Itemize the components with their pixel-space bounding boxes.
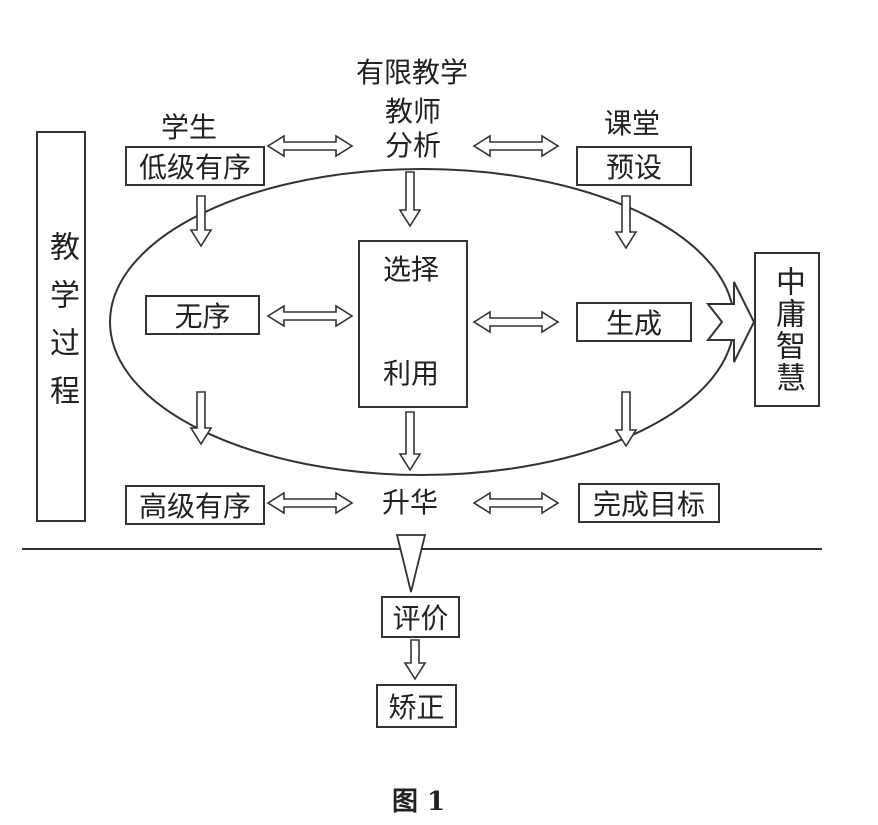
down-arrow-classroom-2 — [614, 391, 638, 448]
down-arrow-teacher-1 — [398, 171, 422, 228]
teacher-center-box — [358, 240, 468, 408]
down-arrow-student-1 — [189, 195, 213, 248]
student-box-low-order: 低级有序 — [125, 146, 265, 186]
classroom-header: 课堂 — [604, 107, 661, 140]
double-arrow-teacher-classroom-bottom — [472, 491, 560, 515]
classroom-box-generate: 生成 — [576, 302, 692, 342]
right-panel-label: 中庸智慧 — [770, 265, 805, 394]
down-arrow-teacher-2 — [398, 411, 422, 472]
left-panel-teaching-process: 教学过程 — [36, 131, 86, 522]
correction-box: 矫正 — [376, 684, 457, 728]
down-arrow-evaluation-correction — [403, 639, 427, 681]
down-arrow-classroom-1 — [614, 195, 638, 250]
evaluation-box: 评价 — [381, 596, 460, 638]
teacher-label-line2: 分析 — [385, 129, 442, 162]
student-header: 学生 — [161, 111, 218, 144]
figure-caption: 图 1 — [392, 787, 446, 817]
double-arrow-student-teacher-top — [266, 134, 354, 158]
teacher-center-select: 选择 — [383, 253, 440, 286]
right-panel-wisdom: 中庸智慧 — [754, 252, 820, 407]
teacher-label-line1: 教师 — [385, 95, 442, 128]
classroom-box-complete-goal: 完成目标 — [578, 483, 720, 523]
classroom-box-preset: 预设 — [576, 146, 692, 186]
triangle-to-evaluation — [395, 534, 427, 593]
double-arrow-teacher-classroom-top — [472, 134, 560, 158]
down-arrow-student-2 — [189, 391, 213, 446]
double-arrow-student-teacher-middle — [266, 304, 354, 328]
teacher-sublimation: 升华 — [382, 486, 439, 519]
left-panel-label: 教学过程 — [44, 230, 79, 423]
double-arrow-student-teacher-bottom — [266, 491, 354, 515]
diagram-title: 有限教学 — [356, 56, 469, 89]
double-arrow-teacher-classroom-middle — [472, 310, 560, 334]
student-box-high-order: 高级有序 — [125, 485, 265, 525]
right-arrow-to-wisdom — [705, 281, 756, 363]
teacher-center-utilize: 利用 — [383, 357, 440, 390]
student-box-disorder: 无序 — [145, 295, 260, 335]
